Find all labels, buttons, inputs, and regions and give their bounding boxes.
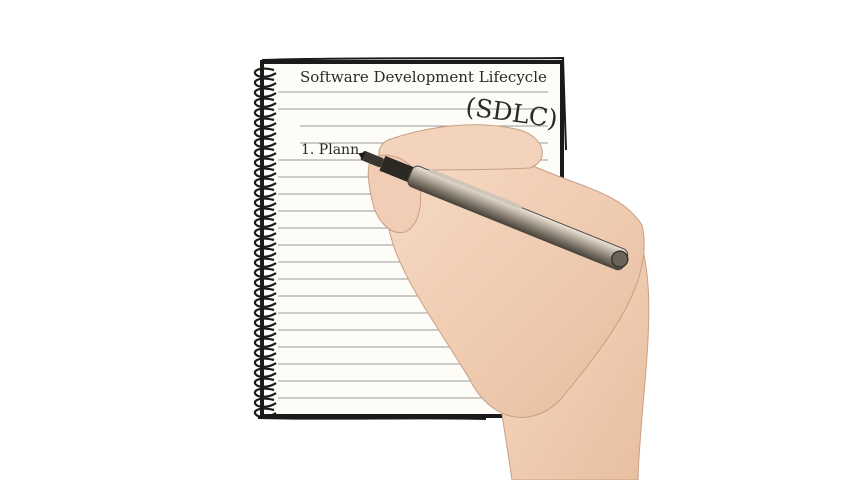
spiral-coil (253, 117, 277, 128)
notebook-sketch-outline (257, 56, 567, 420)
spiral-coil (253, 397, 277, 408)
spiral-coil (253, 147, 277, 158)
spiral-coil (253, 257, 277, 268)
spiral-coil (253, 77, 277, 88)
spiral-coil (253, 177, 277, 188)
spiral-coil (253, 207, 277, 218)
spiral-coil (253, 67, 277, 78)
spiral-coil (253, 97, 277, 108)
hand-icon (367, 124, 650, 481)
spiral-coil (253, 187, 277, 198)
spiral-coil (253, 157, 277, 168)
spiral-coil (253, 217, 277, 228)
spiral-coil (253, 327, 277, 338)
spiral-coil (253, 137, 277, 148)
spiral-coil (253, 227, 277, 238)
spiral-coil (253, 307, 277, 318)
spiral-coil (253, 277, 277, 288)
pen-icon (358, 150, 629, 271)
spiral-coil (253, 167, 277, 178)
spiral-coil (253, 267, 277, 278)
spiral-coil (253, 387, 277, 398)
spiral-coil (253, 107, 277, 118)
spiral-coil (253, 197, 277, 208)
spiral-coil (253, 357, 277, 368)
spiral-coil (253, 87, 277, 98)
spiral-coil (253, 337, 277, 348)
spiral-coil (253, 367, 277, 378)
spiral-coil (253, 237, 277, 248)
list-item: 1. Plann (301, 142, 360, 158)
spiral-binding (253, 67, 277, 418)
spiral-coil (253, 247, 277, 258)
notebook-title: Software Development Lifecycle (300, 68, 547, 86)
spiral-coil (253, 297, 277, 308)
spiral-coil (253, 377, 277, 388)
spiral-coil (253, 407, 277, 418)
spiral-coil (253, 317, 277, 328)
spiral-coil (253, 347, 277, 358)
spiral-coil (253, 127, 277, 138)
spiral-coil (253, 287, 277, 298)
